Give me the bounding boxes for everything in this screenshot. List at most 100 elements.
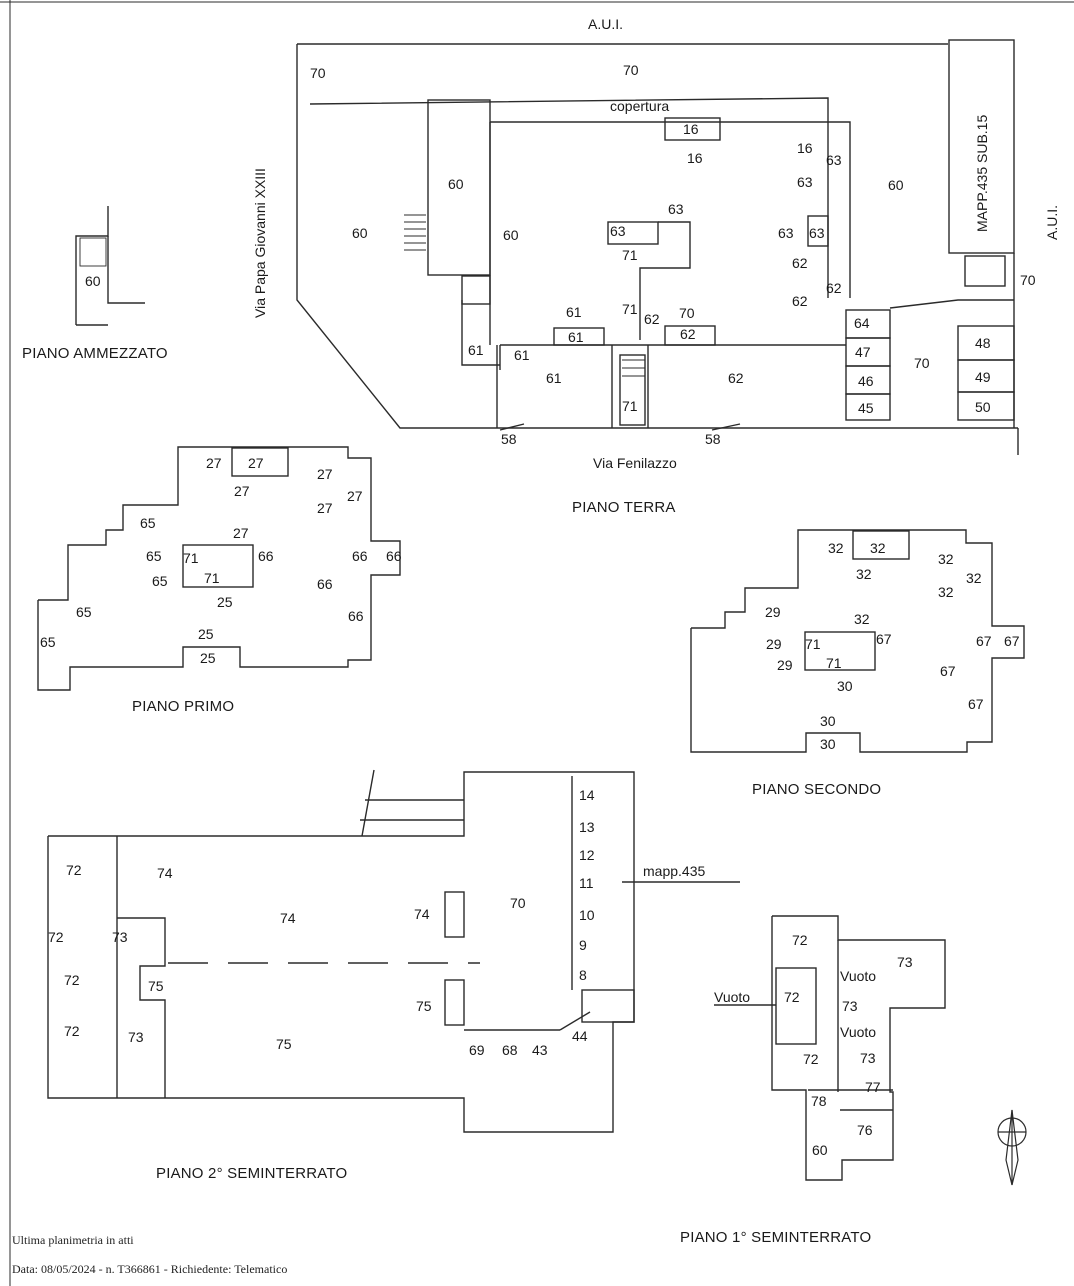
room-number-terra: 58 (501, 431, 517, 447)
copertura-label: copertura (610, 98, 670, 114)
room-number-primo: 65 (152, 573, 168, 589)
north-arrow-icon (997, 1109, 1027, 1186)
room-number-terra: 70 (1020, 272, 1036, 288)
room-number-primo: 27 (248, 455, 264, 471)
room-number-terra: 60 (352, 225, 368, 241)
room-number-terra: 61 (568, 329, 584, 345)
room-number-terra: 70 (310, 65, 326, 81)
floor-title-secondo: PIANO SECONDO (752, 781, 882, 798)
room-number-terra: 64 (854, 315, 870, 331)
room-number-secondo: 32 (870, 540, 886, 556)
room-number-secondo: 67 (968, 696, 984, 712)
room-number-terra: 16 (797, 140, 813, 156)
aui-top-label: A.U.I. (588, 16, 624, 32)
vuoto-label: Vuoto (714, 989, 751, 1005)
room-number-terra: 60 (888, 177, 904, 193)
room-number-primo: 66 (352, 548, 368, 564)
room-number-terra: 70 (914, 355, 930, 371)
room-number-terra: 63 (826, 152, 842, 168)
floor-title-ammezzato: PIANO AMMEZZATO (22, 345, 168, 362)
room-number-sem2: 72 (48, 929, 64, 945)
room-number-primo: 66 (386, 548, 402, 564)
room-number-sem1: 73 (860, 1050, 876, 1066)
room-number-terra: 48 (975, 335, 991, 351)
aui-right-label: A.U.I. (1044, 204, 1060, 240)
room-number-terra: 63 (778, 225, 794, 241)
room-number-sem2: 44 (572, 1028, 588, 1044)
room-number-sem1: 76 (857, 1122, 873, 1138)
room-number-sem1: 72 (803, 1051, 819, 1067)
room-number-terra: 45 (858, 400, 874, 416)
room-number-primo: 65 (140, 515, 156, 531)
room-number-sem2: 73 (112, 929, 128, 945)
room-number-sem2: 72 (66, 862, 82, 878)
room-number-sem2: 74 (414, 906, 430, 922)
room-number-sem1: 78 (811, 1093, 827, 1109)
room-number-secondo: 29 (765, 604, 781, 620)
room-number-primo: 27 (206, 455, 222, 471)
room-number-terra: 60 (448, 176, 464, 192)
room-number-secondo: 71 (805, 636, 821, 652)
room-number-terra: 61 (566, 304, 582, 320)
room-number-terra: 71 (622, 301, 638, 317)
piano-ammezzato-outline (75, 206, 145, 326)
piano-2-seminterrato-outline (47, 769, 740, 1133)
room-number-sem1: 60 (812, 1142, 828, 1158)
room-number-terra: 63 (668, 201, 684, 217)
street-south-label: Via Fenilazzo (593, 455, 677, 471)
room-number-secondo: 32 (966, 570, 982, 586)
vuoto-label: Vuoto (840, 968, 877, 984)
room-number-sem2: 74 (280, 910, 296, 926)
room-number-terra: 63 (809, 225, 825, 241)
floor-title-terra: PIANO TERRA (572, 499, 676, 516)
room-number-secondo: 71 (826, 655, 842, 671)
room-number-secondo: 32 (856, 566, 872, 582)
room-number-sem1: 77 (865, 1079, 881, 1095)
room-number-secondo: 30 (837, 678, 853, 694)
room-number-secondo: 30 (820, 736, 836, 752)
room-number-terra: 46 (858, 373, 874, 389)
room-number-terra: 50 (975, 399, 991, 415)
room-number-sem2: 75 (276, 1036, 292, 1052)
floor-title-sem2: PIANO 2° SEMINTERRATO (156, 1165, 348, 1182)
room-number-sem2: 8 (579, 967, 587, 983)
room-number-terra: 49 (975, 369, 991, 385)
footer-note: Ultima planimetria in atti (12, 1233, 134, 1247)
floor-title-primo: PIANO PRIMO (132, 698, 235, 715)
room-number-primo: 27 (317, 466, 333, 482)
room-number-terra: 61 (514, 347, 530, 363)
room-number-sem1: 72 (784, 989, 800, 1005)
room-number-sem2: 74 (157, 865, 173, 881)
room-number-secondo: 32 (828, 540, 844, 556)
room-number-secondo: 32 (938, 584, 954, 600)
room-number-sem2: 75 (416, 998, 432, 1014)
room-number-secondo: 32 (854, 611, 870, 627)
room-number-primo: 66 (348, 608, 364, 624)
room-number-sem2: 68 (502, 1042, 518, 1058)
room-number-terra: 61 (546, 370, 562, 386)
room-number-terra: 60 (503, 227, 519, 243)
room-number-sem2: 10 (579, 907, 595, 923)
mapp-sub-label: MAPP.435 SUB.15 (974, 114, 990, 232)
room-number-terra: 47 (855, 344, 871, 360)
room-number-primo: 25 (217, 594, 233, 610)
room-number-terra: 71 (622, 398, 638, 414)
room-number-secondo: 29 (766, 636, 782, 652)
room-number-sem2: 75 (148, 978, 164, 994)
room-number-terra: 70 (679, 305, 695, 321)
room-number-ammezzato: 60 (85, 273, 101, 289)
room-number-primo: 27 (347, 488, 363, 504)
street-west-label: Via Papa Giovanni XXIII (252, 168, 268, 318)
room-number-secondo: 29 (777, 657, 793, 673)
room-number-terra: 71 (622, 247, 638, 263)
room-number-terra: 62 (680, 326, 696, 342)
floor-title-sem1: PIANO 1° SEMINTERRATO (680, 1229, 872, 1246)
room-number-primo: 65 (40, 634, 56, 650)
piano-terra-outline (296, 39, 1019, 455)
room-number-secondo: 67 (1004, 633, 1020, 649)
room-number-terra: 63 (610, 223, 626, 239)
room-number-sem1: 73 (897, 954, 913, 970)
room-number-primo: 66 (317, 576, 333, 592)
room-number-sem1: 72 (792, 932, 808, 948)
